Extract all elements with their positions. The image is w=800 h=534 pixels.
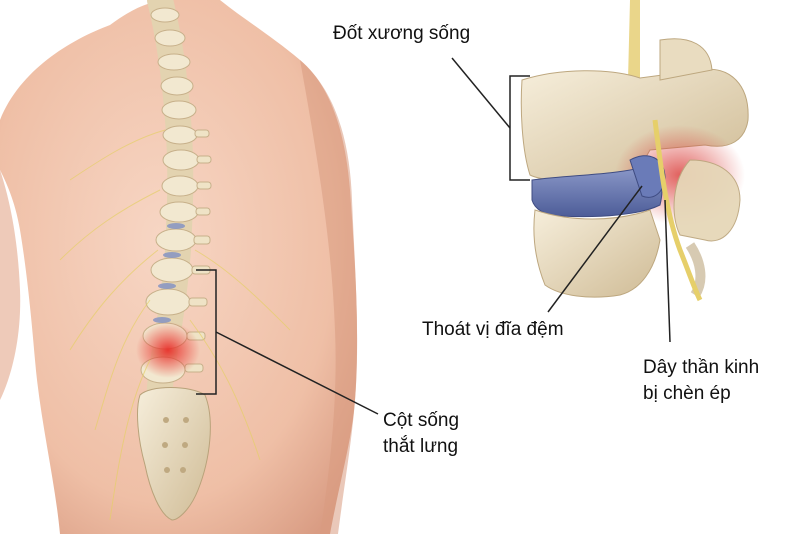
label-lumbar-line2: thắt lưng: [383, 436, 459, 457]
label-nerve-line1: Dây thần kinh: [643, 357, 760, 378]
inflammation-spot: [136, 322, 200, 378]
label-herniated-disc: Thoát vị đĩa đệm: [422, 319, 564, 340]
vertebra-closeup: [520, 0, 749, 302]
lumbar-bracket: [196, 269, 379, 415]
label-nerve-line2: bị chèn ép: [643, 383, 731, 404]
vertebra-bracket: [451, 57, 671, 343]
label-vertebra: Đốt xương sống: [333, 23, 471, 44]
label-lumbar-line1: Cột sống: [383, 410, 460, 431]
spine: [59, 0, 291, 521]
